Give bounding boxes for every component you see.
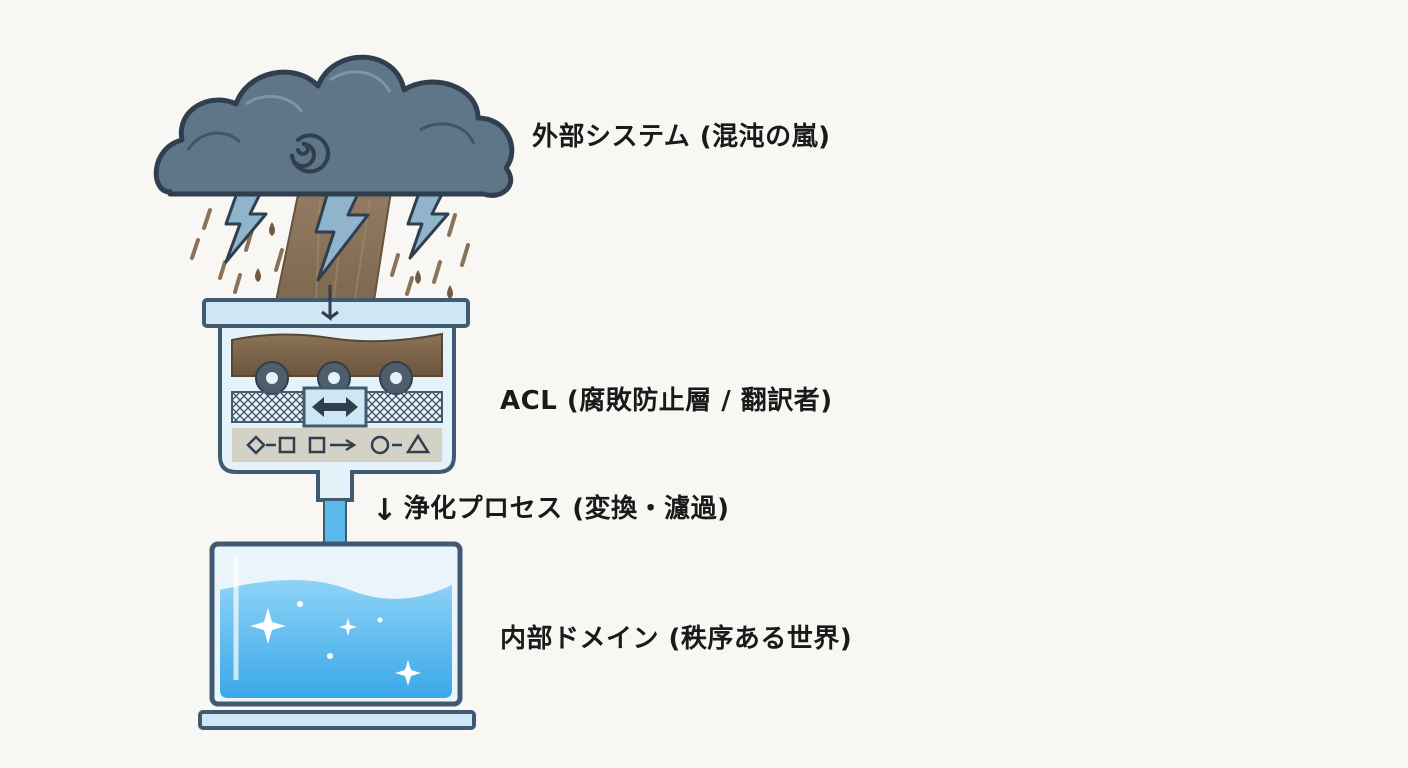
lightning-icon xyxy=(224,183,450,282)
water-tank xyxy=(198,541,476,730)
internal-domain-label: 内部ドメイン (秩序ある世界) xyxy=(500,624,853,654)
purification-process-text: 浄化プロセス (変換・濾過) xyxy=(403,494,730,524)
acl-filter-housing xyxy=(202,285,470,502)
external-system-label: 外部システム (混沌の嵐) xyxy=(532,122,831,152)
acl-label: ACL (腐敗防止層 / 翻訳者) xyxy=(500,386,833,416)
bidirectional-arrow-icon xyxy=(312,397,358,417)
purification-process-label: ↓浄化プロセス (変換・濾過) xyxy=(372,488,730,528)
transform-symbols xyxy=(246,433,431,455)
storm-cloud-icon xyxy=(153,54,515,198)
down-arrow-icon: ↓ xyxy=(372,493,398,528)
sparkle-icon xyxy=(250,601,421,686)
